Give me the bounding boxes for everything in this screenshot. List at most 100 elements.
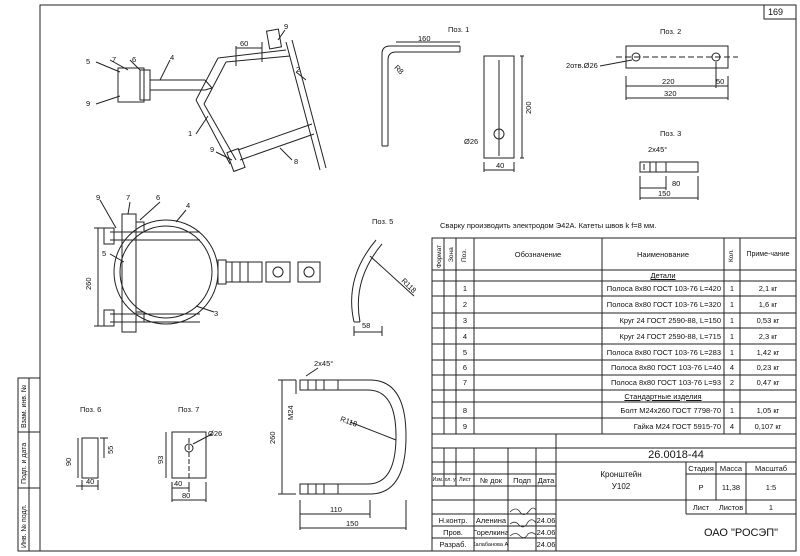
role-norm-control: Н.контр. bbox=[438, 515, 468, 525]
spec-section-parts: Детали bbox=[650, 271, 676, 280]
spec-qty: 2 bbox=[729, 378, 735, 387]
ubolt-dim-110: 110 bbox=[330, 505, 342, 514]
callout-9: 9 bbox=[86, 99, 91, 108]
spec-qty: 1 bbox=[729, 284, 735, 293]
pos1-dim-hole: Ø26 bbox=[464, 137, 479, 146]
pos3-drawing bbox=[639, 161, 699, 200]
pos5-drawing bbox=[351, 239, 415, 336]
tb-col-list: Лист bbox=[459, 477, 471, 483]
pos6-dim-40: 40 bbox=[86, 477, 95, 486]
spec-header-pos: Поз. bbox=[461, 249, 468, 262]
spec-name: Полоса 8х80 ГОСТ 103-76 L=283 bbox=[606, 347, 721, 357]
spec-pos: 2 bbox=[462, 300, 468, 309]
spec-name: Круг 24 ГОСТ 2590-88, L=150 bbox=[619, 316, 721, 325]
ubolt-thread: М24 bbox=[286, 405, 295, 420]
pos7-dim-40: 40 bbox=[174, 479, 183, 488]
spec-name: Полоса 8х80 ГОСТ 103-76 L=320 bbox=[606, 300, 721, 309]
side-label-signature-date: Подп. и дата bbox=[21, 442, 28, 484]
callout-3: 3 bbox=[214, 309, 219, 318]
pos3-title: Поз. 3 bbox=[660, 129, 682, 138]
pos2-dim-50: 50 bbox=[716, 77, 725, 86]
pos7-dim-hole: Ø26 bbox=[208, 429, 223, 438]
spec-qty: 1 bbox=[729, 347, 735, 357]
pos1-dim-160: 160 bbox=[418, 34, 431, 43]
tb-col-kol: Кол. уч bbox=[444, 477, 456, 483]
spec-pos: 5 bbox=[462, 347, 468, 357]
mass-value: 11,38 bbox=[721, 482, 741, 492]
spec-pos: 6 bbox=[462, 363, 468, 372]
spec-qty: 1 bbox=[729, 331, 735, 341]
spec-pos: 9 bbox=[462, 421, 468, 431]
callout-2: 2 bbox=[296, 65, 301, 74]
spec-name: Полоса 8х80 ГОСТ 103-76 L=93 bbox=[610, 378, 721, 387]
spec-header-qty: Кол. bbox=[728, 249, 735, 262]
spec-header-designation: Обозначение bbox=[514, 249, 562, 259]
date-norm-control: 24.06 bbox=[536, 515, 556, 525]
tb-col-date: Дата bbox=[537, 475, 555, 485]
pos3-dim-150: 150 bbox=[658, 189, 671, 198]
spec-note: 2,1 кг bbox=[758, 284, 778, 293]
spec-note: 0,53 кг bbox=[756, 316, 780, 325]
callout-7: 7 bbox=[112, 55, 117, 64]
organization: ОАО "РОСЭП" bbox=[703, 526, 779, 539]
spec-name: Круг 24 ГОСТ 2590-88, L=715 bbox=[619, 331, 721, 341]
title-block-grid bbox=[431, 433, 797, 552]
callout-1: 1 bbox=[188, 129, 193, 138]
pos2-dim-320: 320 bbox=[664, 89, 677, 98]
doc-number: 26.0018-44 bbox=[648, 449, 704, 461]
callout-4: 4 bbox=[186, 201, 191, 210]
scale-value: 1:5 bbox=[765, 482, 777, 492]
pos6-dim-55: 55 bbox=[106, 445, 115, 454]
date-checked: 24.06 bbox=[536, 527, 556, 537]
pos7-dim-80: 80 bbox=[182, 491, 191, 500]
callout-5: 5 bbox=[86, 57, 91, 66]
product-code: У102 bbox=[611, 481, 631, 491]
callout-7: 7 bbox=[126, 193, 131, 202]
pos1-dim-40: 40 bbox=[496, 161, 505, 170]
callout-9: 9 bbox=[96, 193, 101, 202]
spec-table-grid bbox=[431, 237, 797, 435]
spec-header-name: Наименование bbox=[637, 249, 689, 259]
pos2-hole-note: 2отв.Ø26 bbox=[566, 61, 598, 70]
ubolt-dim-260: 260 bbox=[268, 431, 277, 444]
spec-name: Полоса 8х80 ГОСТ 103-76 L=40 bbox=[610, 363, 721, 372]
scale-label: Масштаб bbox=[754, 463, 788, 473]
spec-header-format: Формат bbox=[436, 244, 443, 268]
pos6-drawing bbox=[76, 437, 108, 490]
spec-qty: 1 bbox=[729, 300, 735, 309]
spec-qty: 1 bbox=[729, 405, 735, 415]
side-label-original-inv: Инв. № подл. bbox=[21, 504, 28, 548]
page-number: 169 bbox=[768, 7, 784, 17]
spec-note: 1,42 кг bbox=[756, 347, 780, 357]
ubolt-dim-150: 150 bbox=[346, 519, 359, 528]
pos6-dim-90: 90 bbox=[64, 457, 73, 466]
pos7-dim-93: 93 bbox=[156, 455, 165, 464]
name-developer: Калабанова А. bbox=[474, 541, 508, 548]
spec-pos: 7 bbox=[462, 378, 468, 387]
tb-col-izm: Изм. bbox=[432, 477, 444, 483]
spec-pos: 3 bbox=[462, 316, 468, 325]
stage-value: Р bbox=[698, 482, 704, 492]
tb-col-sign: Подп bbox=[513, 475, 531, 485]
spec-note: 1,6 кг bbox=[758, 300, 778, 309]
callout-4: 4 bbox=[170, 53, 175, 62]
pos5-dim-58: 58 bbox=[362, 321, 371, 330]
name-norm-control: Аленина bbox=[475, 515, 507, 525]
welding-note: Сварку производить электродом Э42А. Кате… bbox=[440, 221, 657, 230]
pos1-drawing bbox=[381, 41, 524, 172]
spec-pos: 4 bbox=[462, 331, 468, 341]
assembly-top-view bbox=[95, 28, 327, 173]
tb-col-doc: № док bbox=[480, 475, 502, 485]
callout-9: 9 bbox=[284, 22, 289, 31]
callout-6: 6 bbox=[132, 55, 137, 64]
spec-qty: 4 bbox=[729, 421, 735, 431]
spec-qty: 4 bbox=[729, 363, 735, 372]
spec-note: 0,23 кг bbox=[756, 363, 780, 372]
spec-note: 0,107 кг bbox=[754, 421, 782, 431]
callout-9: 9 bbox=[210, 145, 215, 154]
spec-name: Гайка М24 ГОСТ 5915-70 bbox=[633, 421, 721, 431]
dim-260: 260 bbox=[84, 277, 93, 290]
pos1-dim-200: 200 bbox=[524, 101, 533, 114]
side-label-replaces: Взам. инв. № bbox=[21, 384, 28, 428]
